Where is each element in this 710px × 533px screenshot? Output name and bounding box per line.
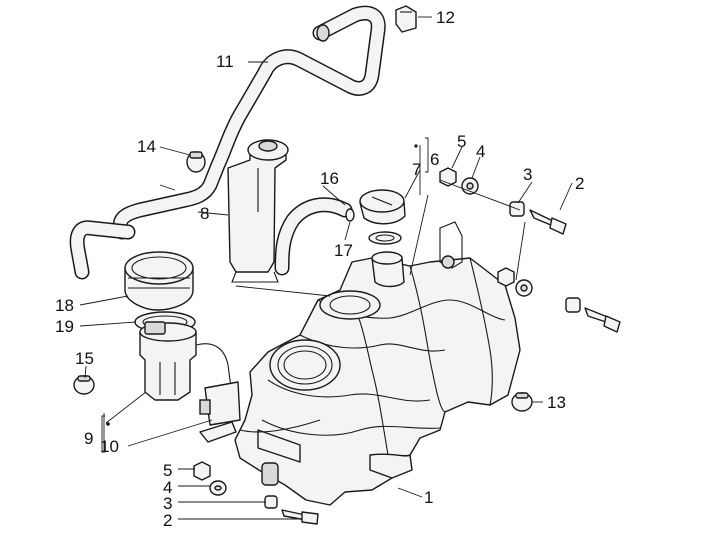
- bracket-dot-9: [106, 422, 110, 426]
- callout-16: 16: [320, 169, 339, 188]
- fuel-cap: [359, 189, 406, 288]
- left-hose: [69, 220, 136, 280]
- callout-4-bottom: 4: [163, 478, 172, 497]
- hose-clip: [345, 208, 355, 222]
- callout-1: 1: [424, 488, 433, 507]
- leader-lines: [79, 16, 573, 520]
- callout-6: 6: [430, 150, 439, 169]
- callout-15: 15: [75, 349, 94, 368]
- clamp-13: [511, 392, 533, 412]
- callout-4-top: 4: [476, 142, 485, 161]
- clamp-14: [186, 151, 206, 173]
- clamp-15: [73, 375, 95, 395]
- right-hardware: [439, 167, 621, 333]
- callout-13: 13: [547, 393, 566, 412]
- callout-5-top: 5: [457, 132, 466, 151]
- callout-17: 17: [334, 241, 353, 260]
- callout-12: 12: [436, 8, 455, 27]
- lock-ring: [124, 251, 194, 311]
- callout-2-bottom: 2: [163, 511, 172, 530]
- callout-8: 8: [200, 204, 209, 223]
- callout-9: 9: [84, 429, 93, 448]
- callout-18: 18: [55, 296, 74, 315]
- callout-labels: 1 2 2 3 3 4 4 5 5 6 7 8 9 10 11 12 13 14…: [55, 8, 584, 530]
- bracket-9-10: [101, 415, 105, 453]
- callout-11: 11: [216, 52, 234, 71]
- callout-19: 19: [55, 317, 74, 336]
- lower-hardware: [193, 461, 319, 525]
- vent-hose: [112, 5, 386, 240]
- callout-3-bottom: 3: [163, 494, 172, 513]
- fuel-pump: [139, 321, 241, 443]
- callout-10: 10: [100, 437, 119, 456]
- bracket-6-7: [425, 137, 429, 173]
- callout-5-bottom: 5: [163, 461, 172, 480]
- callout-3-top: 3: [523, 165, 532, 184]
- callout-7: 7: [412, 160, 421, 179]
- bracket-dot-6: [414, 144, 418, 148]
- callout-2-top: 2: [575, 174, 584, 193]
- callout-14: 14: [137, 137, 156, 156]
- fuel-level-sender: [227, 139, 289, 283]
- fuel-tank: [234, 221, 521, 506]
- clamp-12: [395, 5, 417, 33]
- breather-hose: [274, 197, 353, 276]
